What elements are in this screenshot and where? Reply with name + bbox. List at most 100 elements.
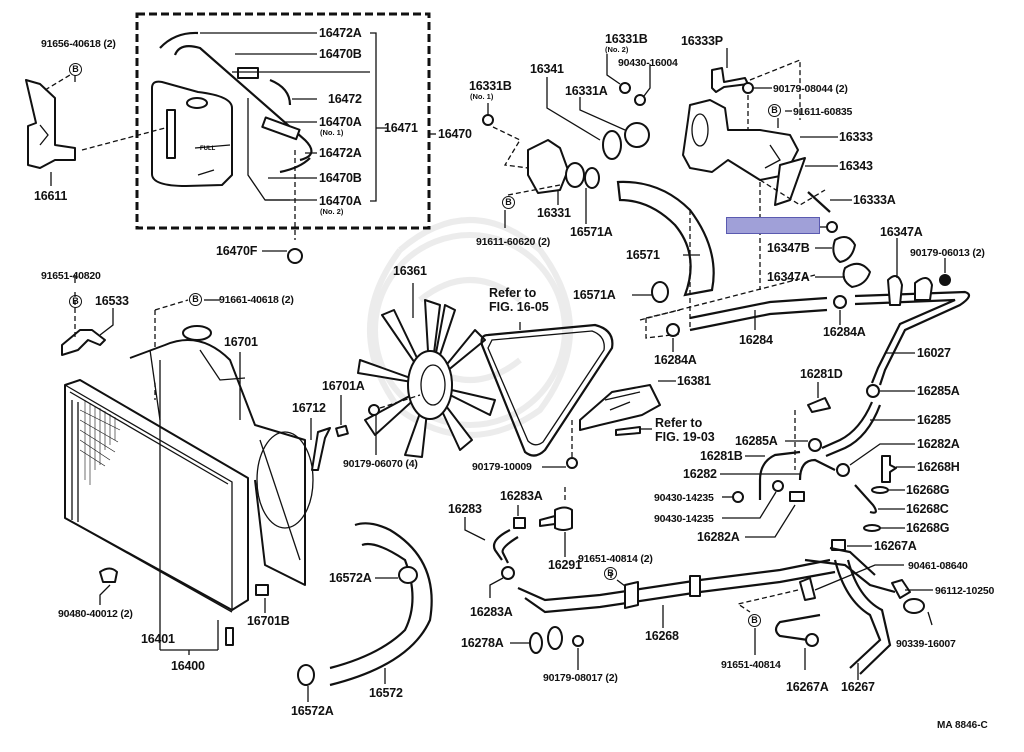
part-label[interactable]: 16285A [917,384,960,398]
part-label[interactable]: 90179-06013 (2) [910,247,985,259]
part-label[interactable]: 16347A [880,225,923,239]
part-label[interactable]: 16381 [677,374,711,388]
part-label[interactable]: 16470B [319,171,362,185]
part-label[interactable]: 90430-16004 [618,57,678,69]
part-label[interactable]: 16572 [369,686,403,700]
part-16712 [311,427,331,471]
part-note: (No. 2) [605,45,629,54]
part-label[interactable]: 16331B [605,32,648,46]
part-label[interactable]: 16331 [537,206,571,220]
part-label[interactable]: 16268G [906,483,950,497]
part-label[interactable]: 16341 [530,62,564,76]
part-label[interactable]: 16283A [470,605,513,619]
part-label[interactable]: 16282 [683,467,717,481]
part-label[interactable]: 16333P [681,34,723,48]
part-label[interactable]: 16333 [839,130,873,144]
bolt-marker-icon: B [604,567,617,580]
part-label[interactable]: 90430-14235 [654,513,714,525]
leader-90430-16004 [643,64,651,97]
part-label[interactable]: 16282A [697,530,740,544]
part-label[interactable]: 16267 [841,680,875,694]
part-label[interactable]: 16571 [626,248,660,262]
part-label[interactable]: 16712 [292,401,326,415]
part-label[interactable]: 90179-08017 (2) [543,672,618,684]
part-label[interactable]: 91611-60620 (2) [476,236,551,248]
refer-fig-19-03[interactable]: Refer to FIG. 19-03 [655,416,715,444]
part-label[interactable]: 16285A [735,434,778,448]
part-label[interactable]: 16268H [917,460,960,474]
part-label[interactable]: 16331A [565,84,608,98]
part-label[interactable]: 16347A [767,270,810,284]
part-label[interactable]: 91611-60835 [793,106,853,118]
part-label[interactable]: 16472A [319,146,362,160]
part-label[interactable]: 16701 [224,335,258,349]
part-label[interactable]: 91651-40814 (2) [578,553,653,565]
pump-16381 [579,384,661,431]
part-label[interactable]: 16533 [95,294,129,308]
part-label[interactable]: 96112-10250 [935,585,995,597]
part-label[interactable]: 16572A [291,704,334,718]
part-label[interactable]: 16470F [216,244,258,258]
clamp-16571A-mid [651,281,669,303]
part-label[interactable]: 90179-06070 (4) [343,458,418,470]
refer-fig-16-05[interactable]: Refer to FIG. 16-05 [489,286,549,314]
part-label[interactable]: 91651-40820 [41,270,101,282]
part-label[interactable]: 16284 [739,333,773,347]
highlighted-part-box[interactable] [726,217,820,234]
part-label[interactable]: 91651-40814 [721,659,781,671]
part-label[interactable]: 16571A [573,288,616,302]
part-label[interactable]: 16284A [823,325,866,339]
part-label[interactable]: 16572A [329,571,372,585]
part-label[interactable]: 16401 [141,632,175,646]
clamp-16572A-top [398,566,418,584]
part-label[interactable]: 16268G [906,521,950,535]
part-label[interactable]: 16027 [917,346,951,360]
part-label-16470[interactable]: 16470 [438,127,472,141]
part-label[interactable]: 16470A [319,115,362,129]
valve-16268H [881,455,897,483]
part-label[interactable]: 90430-14235 [654,492,714,504]
part-label[interactable]: 16571A [570,225,613,239]
part-label[interactable]: 90179-08044 (2) [773,83,848,95]
part-label[interactable]: 16281B [700,449,743,463]
part-label[interactable]: 91656-40618 (2) [41,38,116,50]
part-label[interactable]: 16701B [247,614,290,628]
part-label[interactable]: 16472A [319,26,362,40]
part-label[interactable]: 16281D [800,367,843,381]
refer-line1: Refer to [655,416,703,430]
part-label[interactable]: 16278A [461,636,504,650]
part-label[interactable]: 16347B [767,241,810,255]
bracket-90461-08640 [799,577,816,601]
diagram-code: MA 8846-C [937,720,988,731]
part-label[interactable]: 16268 [645,629,679,643]
part-label[interactable]: 90339-16007 [896,638,956,650]
part-label[interactable]: 16611 [34,189,68,203]
part-label[interactable]: 16283 [448,502,482,516]
part-label-16471[interactable]: 16471 [384,121,418,135]
part-label[interactable]: 16361 [393,264,427,278]
part-label[interactable]: 16285 [917,413,951,427]
part-label[interactable]: 90179-10009 [472,461,532,473]
part-label[interactable]: 16470B [319,47,362,61]
part-label[interactable]: 16268C [906,502,949,516]
part-label[interactable]: 16331B [469,79,512,93]
part-label[interactable]: 16472 [328,92,362,106]
part-label[interactable]: 16284A [654,353,697,367]
part-label[interactable]: 16283A [500,489,543,503]
part-label[interactable]: 16267A [786,680,829,694]
clamp-16284A-right [833,295,847,309]
hose-16283 [492,529,519,564]
part-label[interactable]: 16701A [322,379,365,393]
part-label[interactable]: 90461-08640 [908,560,968,572]
part-label[interactable]: 16400 [171,659,205,673]
part-label[interactable]: 16282A [917,437,960,451]
part-label[interactable]: 16267A [874,539,917,553]
part-label[interactable]: 91661-40618 (2) [219,294,294,306]
fan-16361 [357,299,496,458]
part-label[interactable]: 16291 [548,558,582,572]
part-label[interactable]: 16343 [839,159,873,173]
part-label[interactable]: 16470A [319,194,362,208]
part-label[interactable]: 90480-40012 (2) [58,608,133,620]
part-label[interactable]: 16333A [853,193,896,207]
